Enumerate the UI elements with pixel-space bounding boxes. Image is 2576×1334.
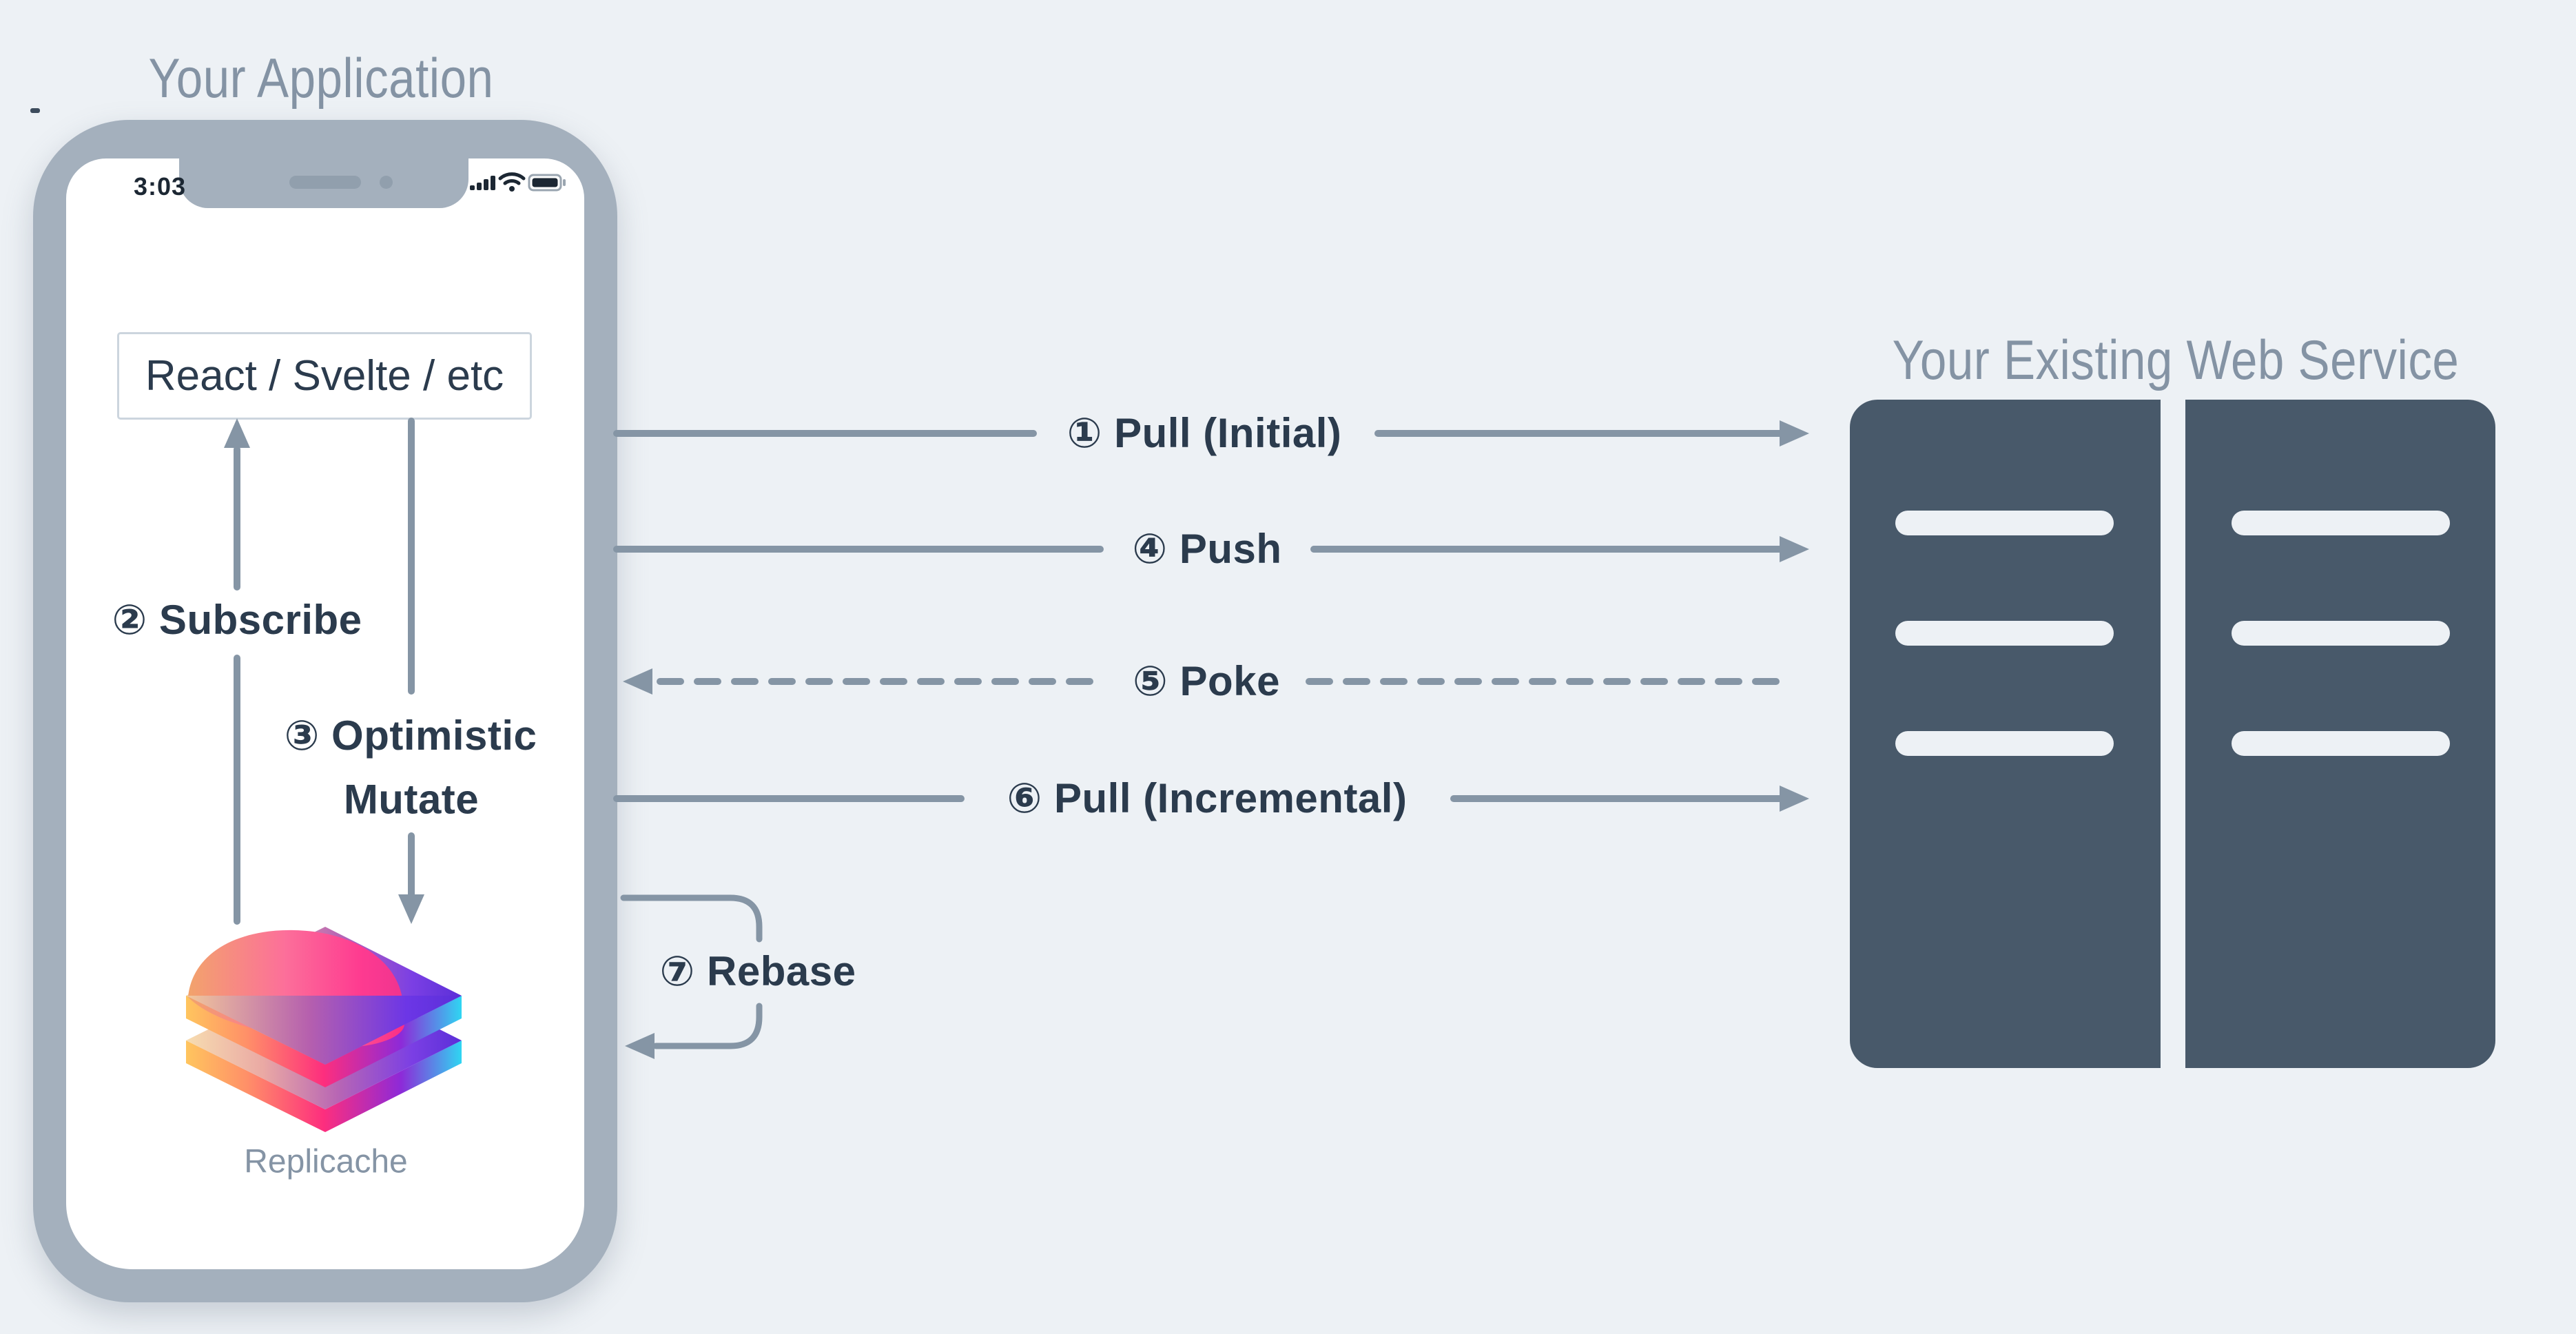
subscribe-arrow [224,418,250,925]
push-label: ④ Push [1132,526,1282,572]
camera-icon [380,176,393,189]
rebase-loop-arrow [620,894,763,1059]
app-title: Your Application [148,48,494,110]
pull-initial-arrow [613,420,1809,447]
battery-icon [528,174,566,192]
web-service-title: Your Existing Web Service [1892,329,2460,391]
replicache-caption: Replicache [244,1143,408,1180]
server-slot [2232,621,2450,646]
speaker-icon [289,176,361,189]
cellular-signal-icon [470,176,495,190]
optimistic-mutate-label-line1: ③ Optimistic [284,712,537,759]
optimistic-mutate-arrow [398,418,424,924]
replicache-logo [186,927,462,1132]
poke-arrow [623,668,1792,695]
pull-incremental-arrow [613,786,1809,812]
server-slot [2232,731,2450,756]
wifi-icon [498,172,526,192]
server-slot [1895,511,2114,535]
subscribe-label: ② Subscribe [112,597,362,643]
status-bar-time: 3:03 [133,172,187,201]
server-slot [1895,621,2114,646]
pull-incremental-label: ⑥ Pull (Incremental) [1007,775,1408,821]
optimistic-mutate-label-line2: Mutate [343,776,480,823]
status-bar-icons [470,172,566,192]
server-rack-left [1850,400,2161,1068]
server-rack-right [2185,400,2495,1068]
poke-label: ⑤ Poke [1133,658,1280,704]
server-slot [1895,731,2114,756]
server-slot [2232,511,2450,535]
stray-dash [30,108,40,113]
push-arrow [613,536,1809,562]
pull-initial-label: ① Pull (Initial) [1067,410,1342,456]
rebase-label: ⑦ Rebase [659,948,856,994]
framework-box: React / Svelte / etc [117,332,532,420]
